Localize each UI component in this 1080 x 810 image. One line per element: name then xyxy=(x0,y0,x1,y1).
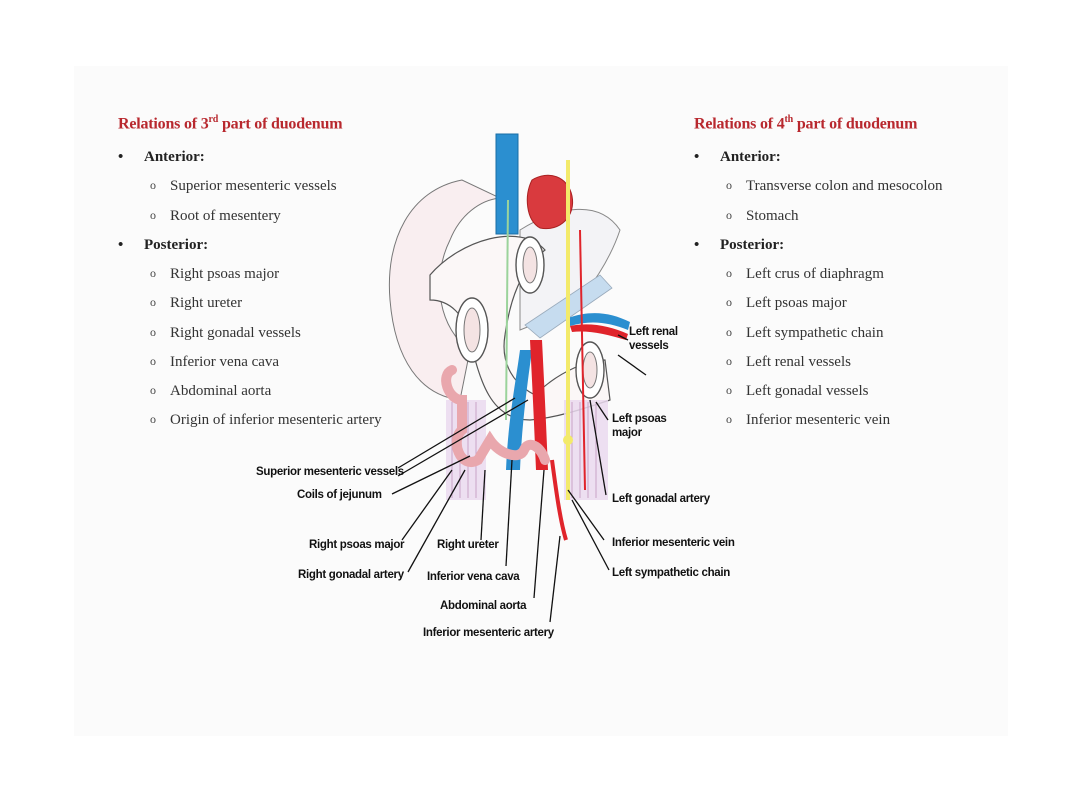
inferior-mesenteric-artery xyxy=(550,459,568,541)
label-left-sympathetic-chain: Left sympathetic chain xyxy=(612,567,731,579)
list-item: Superior mesenteric vessels xyxy=(118,171,408,201)
label-superior-mesenteric-vessels: Superior mesenteric vessels xyxy=(256,466,404,478)
third-part-list: Anterior: Superior mesenteric vessels Ro… xyxy=(118,143,408,435)
fourth-part-list: Anterior: Transverse colon and mesocolon… xyxy=(694,143,994,435)
list-item: Left crus of diaphragm xyxy=(694,259,994,289)
list-item: Left sympathetic chain xyxy=(694,318,994,348)
gonadal-line xyxy=(579,229,586,491)
list-item: Origin of inferior mesenteric artery xyxy=(118,405,408,435)
abdominal-aorta xyxy=(530,340,548,470)
sympathetic-ganglion xyxy=(563,435,573,445)
fourth-part-relations: Relations of 4th part of duodenum Anteri… xyxy=(694,114,994,436)
label-inferior-mesenteric-vein: Inferior mesenteric vein xyxy=(612,537,735,549)
list-item: Stomach xyxy=(694,201,994,231)
stomach-red-shape xyxy=(526,174,574,230)
label-left-gonadal-artery: Left gonadal artery xyxy=(612,493,710,505)
list-item: Right psoas major xyxy=(118,259,408,289)
left-renal-vein xyxy=(568,313,630,330)
label-coils-of-jejunum: Coils of jejunum xyxy=(297,489,382,501)
list-item: Root of mesentery xyxy=(118,201,408,231)
list-item: Left gonadal vessels xyxy=(694,376,994,406)
ureter-line xyxy=(505,199,509,421)
fourth-anterior-title: Anterior: xyxy=(694,143,994,172)
label-abdominal-aorta: Abdominal aorta xyxy=(440,600,527,612)
list-item: Transverse colon and mesocolon xyxy=(694,171,994,201)
third-part-heading: Relations of 3rd part of duodenum xyxy=(118,114,343,133)
list-item: Left renal vessels xyxy=(694,347,994,377)
third-anterior-title: Anterior: xyxy=(118,143,408,172)
inferior-vena-cava-lower xyxy=(506,350,532,470)
list-item: Inferior mesenteric vein xyxy=(694,405,994,435)
left-psoas-muscle xyxy=(564,400,608,500)
left-renal-artery xyxy=(570,324,628,340)
label-right-ureter: Right ureter xyxy=(437,539,499,551)
list-item: Left psoas major xyxy=(694,288,994,318)
jejunum-coils xyxy=(441,365,550,467)
list-item: Abdominal aorta xyxy=(118,376,408,406)
fourth-posterior-title: Posterior: xyxy=(694,231,994,260)
label-right-psoas-major: Right psoas major xyxy=(309,539,405,551)
fourth-part-heading: Relations of 4th part of duodenum xyxy=(694,114,918,133)
list-item: Right gonadal vessels xyxy=(118,318,408,348)
label-inferior-mesenteric-artery: Inferior mesenteric artery xyxy=(423,627,554,639)
third-part-relations: Relations of 3rd part of duodenum Anteri… xyxy=(118,114,408,436)
list-item: Inferior vena cava xyxy=(118,347,408,377)
third-posterior-title: Posterior: xyxy=(118,231,408,260)
list-item: Right ureter xyxy=(118,288,408,318)
label-inferior-vena-cava: Inferior vena cava xyxy=(427,571,520,583)
label-right-gonadal-artery: Right gonadal artery xyxy=(298,569,404,581)
